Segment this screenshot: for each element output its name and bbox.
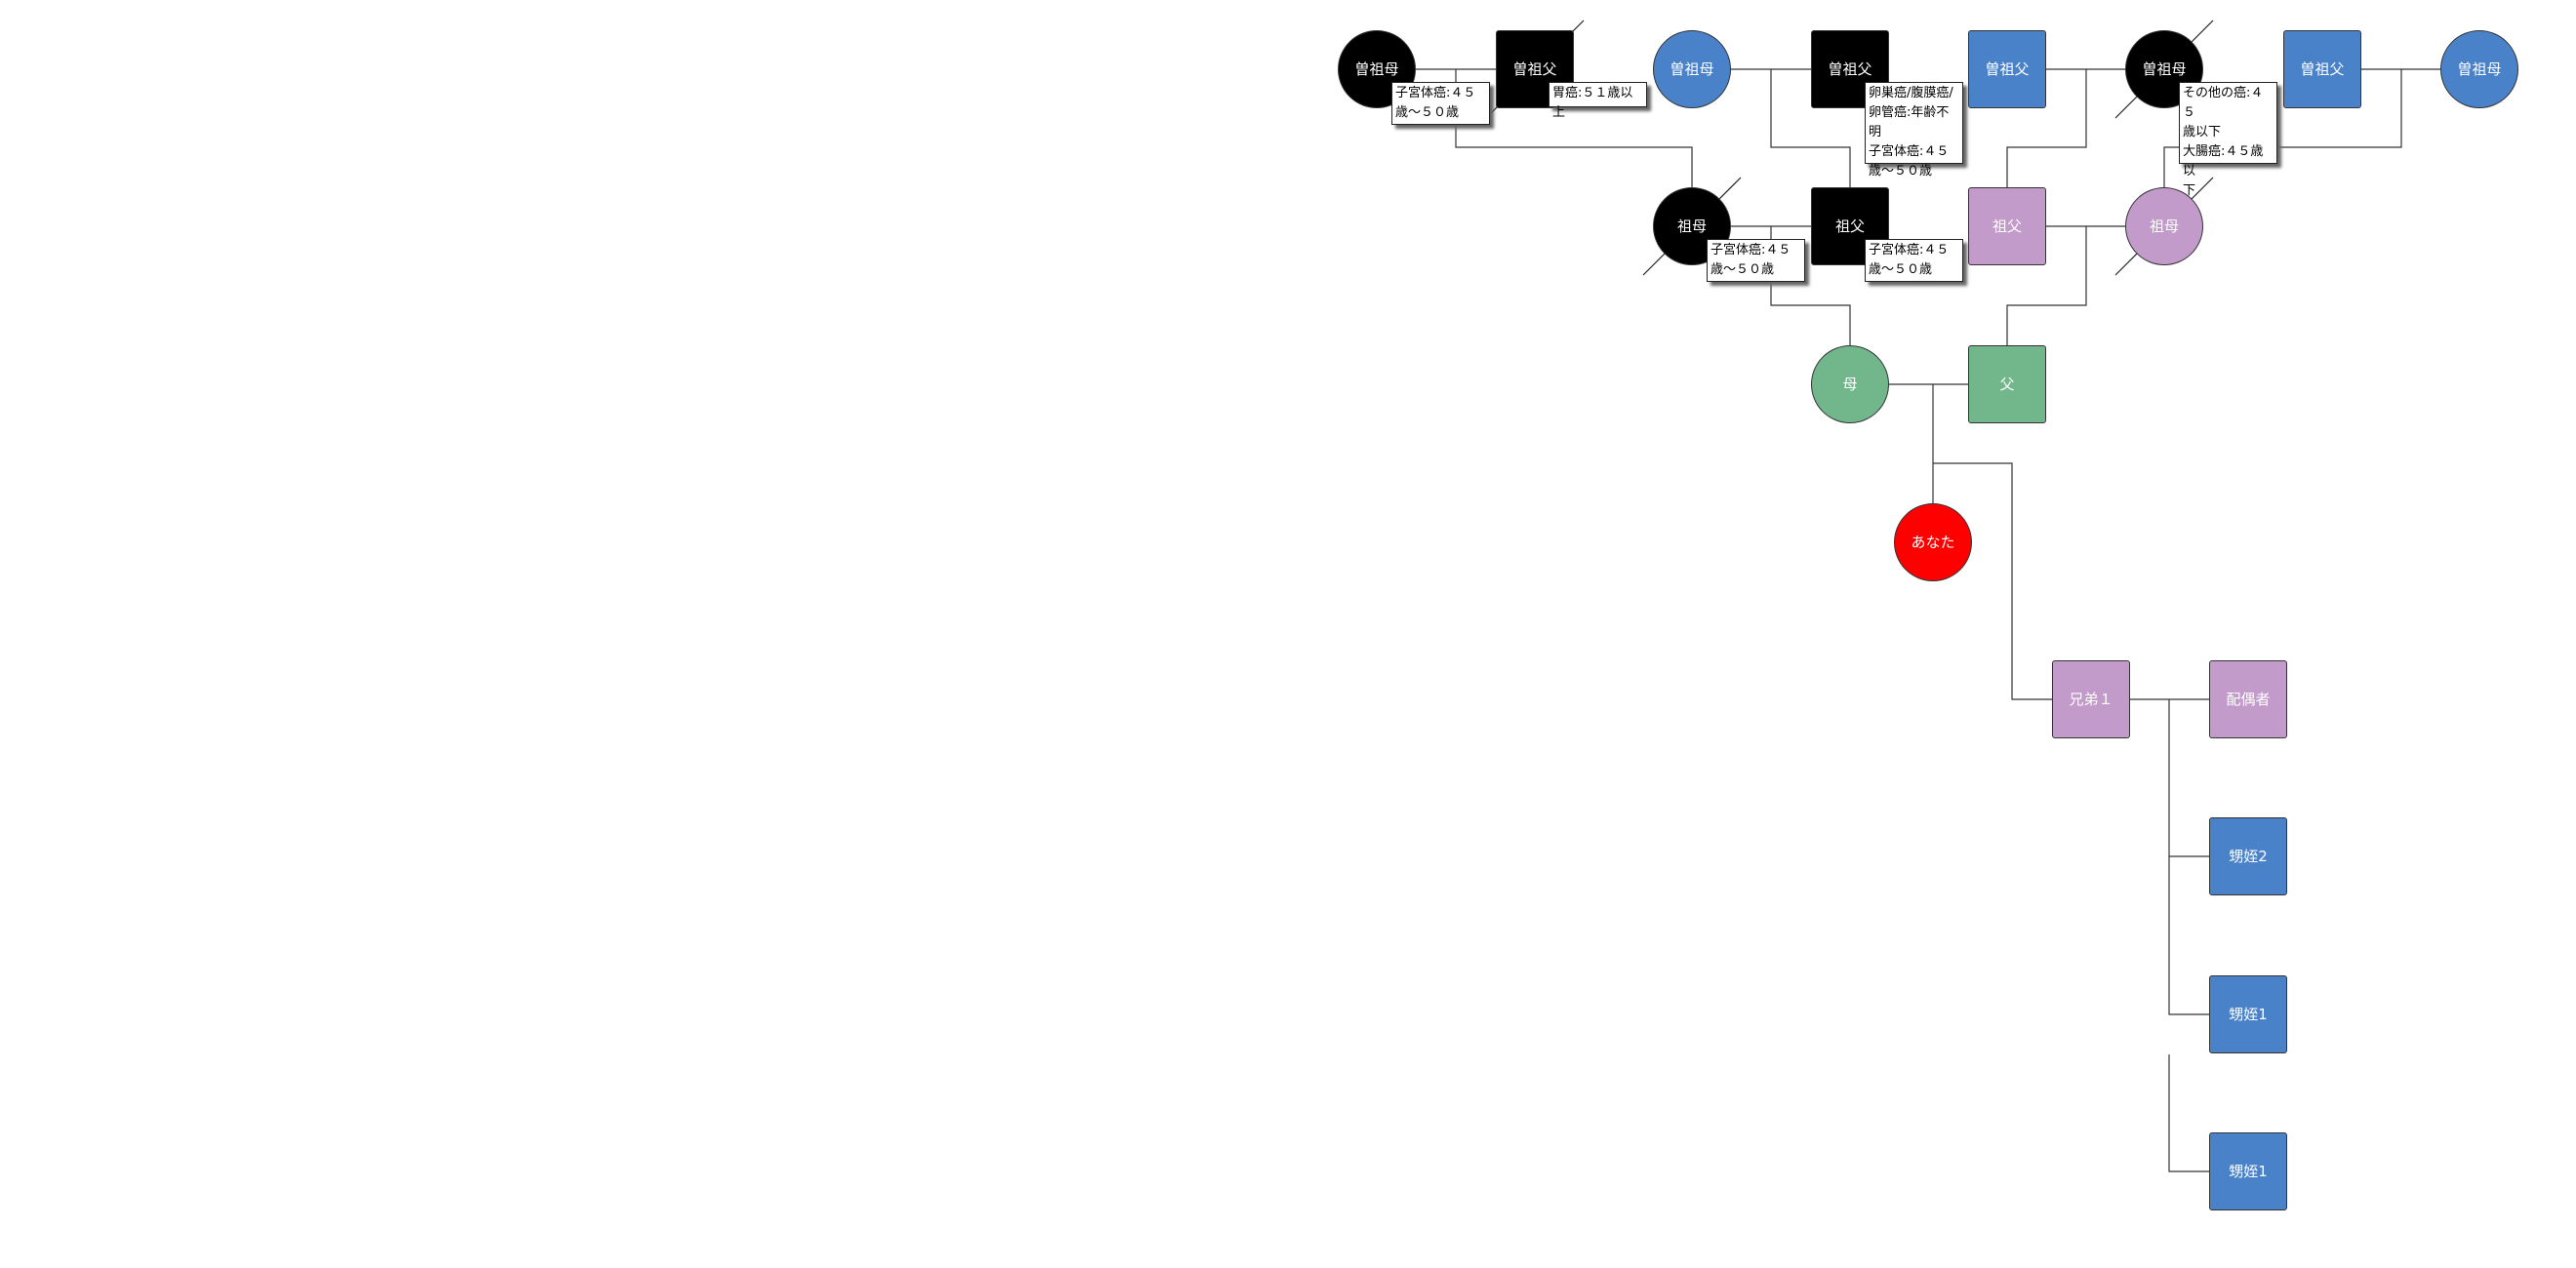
node-label: 曽祖父 [1985, 59, 2030, 78]
node-label: 甥姪2 [2229, 847, 2268, 865]
self[interactable]: あなた [1894, 503, 1972, 581]
note-great-grandfather-2: 卵巣癌/腹膜癌/ 卵管癌:年齢不明 子宮体癌:４５ 歳～５０歳 [1865, 82, 1963, 178]
note-great-grandfather-1: 胃癌:５１歳以上 [1549, 82, 1647, 120]
great-grandmother-1[interactable]: 曽祖母 [1338, 30, 1416, 108]
node-label: 曽祖母 [1354, 59, 1399, 78]
node-label: 配偶者 [2226, 690, 2271, 708]
great-grandfather-1[interactable]: 曽祖父 [1496, 30, 1574, 108]
descent-line-gm2 [2163, 69, 2402, 187]
node-label: あなた [1911, 533, 1955, 551]
note-great-grandmother-1: 子宮体癌:４５ 歳～５０歳 [1391, 82, 1490, 125]
node-label: 曽祖母 [2457, 59, 2502, 78]
node-label: 母 [1842, 375, 1858, 393]
node-label: 祖父 [1834, 217, 1865, 235]
father[interactable]: 父 [1968, 345, 2046, 423]
grandmother-paternal[interactable]: 祖母 [2125, 187, 2203, 265]
nephew-niece-1a[interactable]: 甥姪1 [2209, 975, 2287, 1053]
descent-line-gf1 [1770, 69, 1851, 187]
sibling-1[interactable]: 兄弟１ [2052, 660, 2130, 738]
node-label: 父 [1999, 375, 2015, 393]
descent-line-gf2 [2006, 69, 2087, 187]
grandmother-maternal[interactable]: 祖母 [1653, 187, 1731, 265]
great-grandfather-4[interactable]: 曽祖父 [2283, 30, 2361, 108]
great-grandfather-3[interactable]: 曽祖父 [1968, 30, 2046, 108]
node-label: 曽祖母 [1670, 59, 1714, 78]
node-label: 曽祖父 [1512, 59, 1557, 78]
great-grandmother-2[interactable]: 曽祖母 [1653, 30, 1731, 108]
nephew-niece-1b[interactable]: 甥姪1 [2209, 1132, 2287, 1210]
descent-line-sibling1 [1933, 462, 2052, 700]
descent-line-nephew1b [2168, 1054, 2209, 1172]
node-label: 甥姪1 [2229, 1162, 2268, 1180]
node-label: 祖父 [1992, 217, 2022, 235]
node-label: 曽祖母 [2142, 59, 2187, 78]
node-label: 曽祖父 [1828, 59, 1872, 78]
descent-line-nephew2 [2168, 699, 2209, 857]
great-grandmother-4[interactable]: 曽祖母 [2440, 30, 2518, 108]
node-label: 祖母 [1676, 217, 1707, 235]
node-label: 祖母 [2149, 217, 2179, 235]
nephew-niece-2[interactable]: 甥姪2 [2209, 817, 2287, 895]
grandfather-paternal[interactable]: 祖父 [1968, 187, 2046, 265]
note-grandfather-maternal: 子宮体癌:４５ 歳～５０歳 [1865, 239, 1963, 282]
node-label: 甥姪1 [2229, 1005, 2268, 1023]
note-great-grandmother-3: その他の癌:４５ 歳以下 大腸癌:４５歳以 下 [2179, 82, 2277, 198]
descent-line-nephew1a [2168, 856, 2209, 1015]
note-grandmother-maternal: 子宮体癌:４５ 歳～５０歳 [1707, 239, 1805, 282]
node-label: 兄弟１ [2069, 690, 2113, 708]
node-label: 曽祖父 [2300, 59, 2345, 78]
descent-line-father [2006, 226, 2087, 345]
spouse[interactable]: 配偶者 [2209, 660, 2287, 738]
mother[interactable]: 母 [1811, 345, 1889, 423]
